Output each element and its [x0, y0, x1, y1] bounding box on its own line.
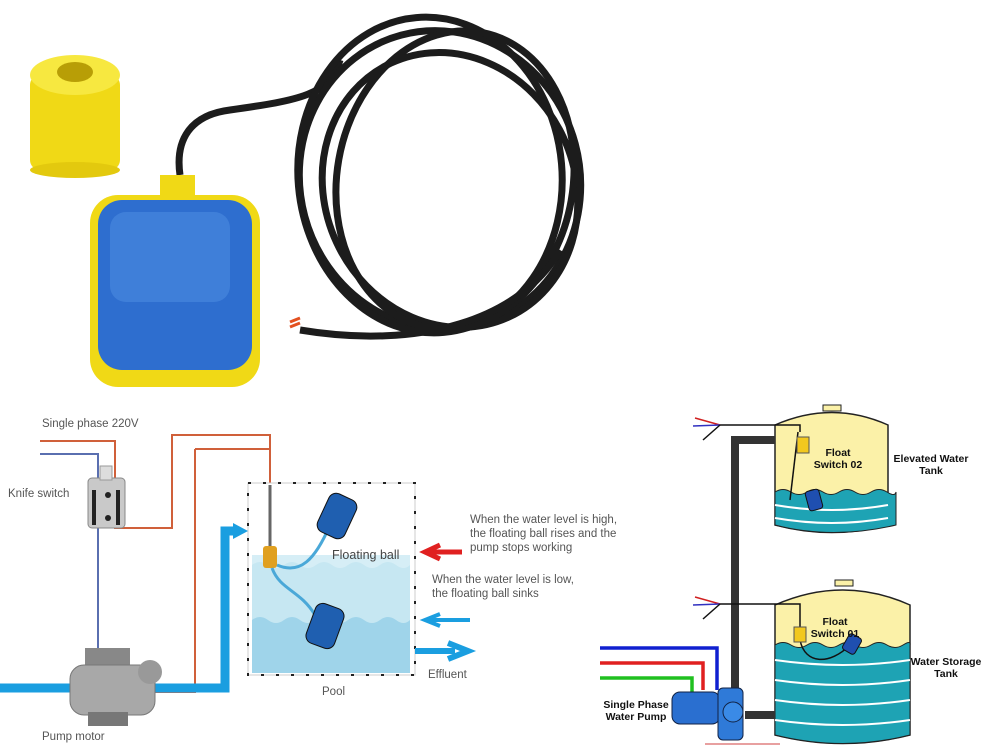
pipes — [731, 436, 775, 719]
pump-label: Single Phase — [603, 699, 669, 711]
floating-ball-icon — [263, 485, 358, 650]
floating-ball-label: Floating ball — [332, 548, 399, 562]
water-storage-tank — [774, 579, 911, 745]
pool-diagram: Single phase 220V Knife switch Floating … — [0, 418, 617, 743]
low-level-arrow-icon — [419, 612, 470, 628]
storage-tank-label: Tank — [934, 668, 958, 680]
knife-switch-label: Knife switch — [8, 488, 69, 500]
pump-label: Water Pump — [606, 711, 667, 723]
elevated-tank-label: Elevated Water — [894, 453, 969, 465]
product-photo — [30, 13, 585, 387]
pump-motor-label: Pump motor — [42, 731, 105, 743]
elevated-water-tank — [774, 404, 897, 534]
water-pump-icon — [671, 687, 780, 745]
inflow-arrow-icon — [233, 523, 248, 539]
level-arrows — [415, 542, 477, 662]
elevated-tank-label: Tank — [919, 465, 943, 477]
pool-label: Pool — [322, 686, 345, 698]
high-level-arrow-icon — [419, 542, 462, 562]
coiled-cable — [175, 13, 585, 340]
float-switch-01-label: Float — [822, 616, 848, 628]
wire-ends — [289, 316, 301, 329]
float-switch-body — [90, 175, 260, 387]
tank-diagram: Float Switch 02 Elevated Water Tank Floa… — [600, 404, 982, 745]
low-level-text: the floating ball sinks — [432, 588, 539, 600]
float-switch-02-label: Switch 02 — [814, 459, 863, 471]
control-wires — [692, 417, 801, 620]
high-level-text: the floating ball rises and the — [470, 528, 616, 540]
low-level-text: When the water level is low, — [432, 574, 574, 586]
effluent-arrow-icon — [415, 640, 477, 662]
storage-tank-label: Water Storage — [911, 656, 982, 668]
high-level-text: pump stops working — [470, 542, 572, 554]
effluent-label: Effluent — [428, 669, 468, 681]
knife-switch-icon — [87, 465, 126, 529]
float-switch-01-label: Switch 01 — [811, 628, 860, 640]
high-level-text: When the water level is high, — [470, 514, 617, 526]
pump-motor-icon — [69, 648, 162, 726]
power-label: Single phase 220V — [42, 418, 139, 430]
power-wires — [600, 646, 719, 692]
yellow-counterweight — [30, 55, 120, 178]
float-switch-02-label: Float — [825, 447, 851, 459]
